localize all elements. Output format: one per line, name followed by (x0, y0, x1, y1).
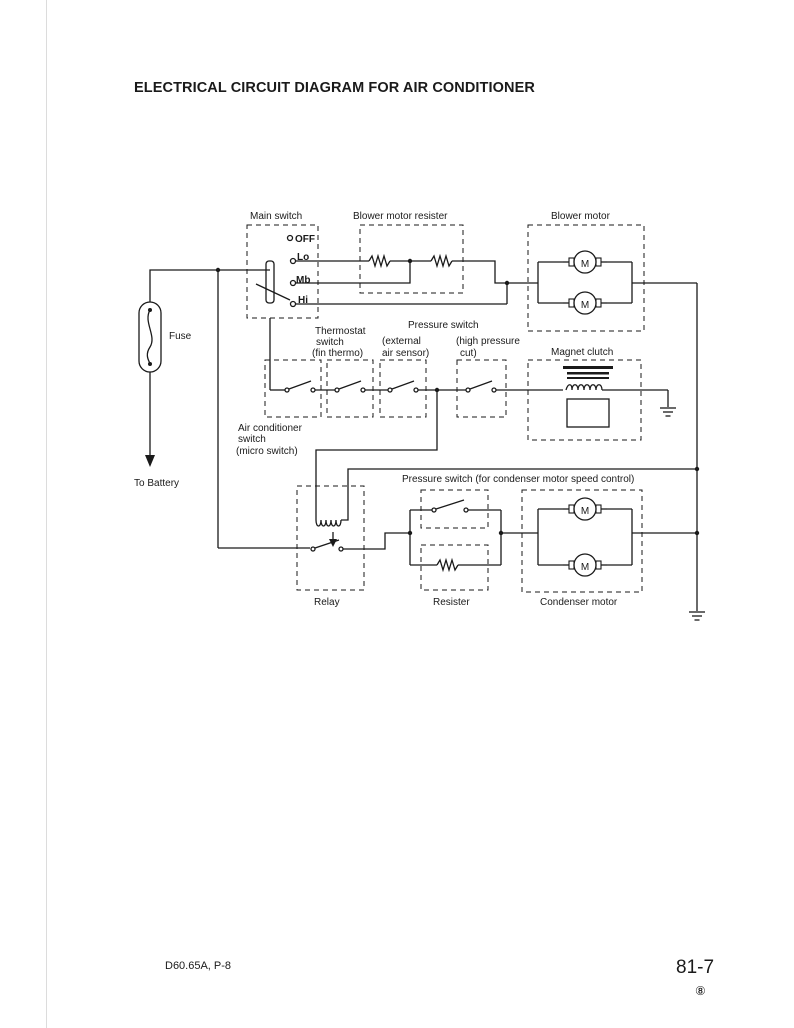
resister-out-wire (452, 260, 507, 284)
blower-motor-box (527, 224, 645, 332)
thermostat-label-3: (fin thermo) (312, 348, 363, 359)
cond-resistor (436, 557, 459, 573)
high-pressure-label-1: (high pressure (456, 336, 520, 347)
ext-blade (391, 380, 415, 390)
battery-feed-wire (149, 269, 270, 302)
sw-mb-label: Mb (296, 275, 310, 286)
relay-contact-a (310, 546, 316, 552)
terminal-off (286, 234, 294, 242)
page-title: ELECTRICAL CIRCUIT DIAGRAM FOR AIR CONDI… (134, 80, 535, 96)
blower-motor-label: Blower motor (551, 211, 611, 222)
clutch-plate-top (563, 366, 613, 369)
ac-sw-contact-b (310, 387, 316, 393)
relay-contact-b (338, 546, 344, 552)
terminal-mb (289, 279, 297, 287)
terminal-hi (289, 300, 297, 308)
mb-wire (296, 261, 411, 284)
cond-sw-contact-a (431, 507, 437, 513)
ac-switch-label-3: (micro switch) (236, 446, 298, 457)
ac-sw-blade (288, 380, 312, 390)
main-switch-lever (255, 283, 291, 301)
blower-resister-label: Blower motor resister (353, 211, 448, 222)
hp-blade (469, 380, 493, 390)
relay-contact-blade (314, 539, 340, 549)
ac-sw-contact-a (284, 387, 290, 393)
condenser-motor-label: Condenser motor (540, 597, 618, 608)
relay-output-wire (343, 532, 410, 550)
fuse-element (146, 309, 153, 365)
ext-contact-b (413, 387, 419, 393)
hp-contact-b (491, 387, 497, 393)
pressure-condenser-label: Pressure switch (for condenser motor spe… (402, 474, 634, 485)
blower-motor-2-symbol: M (581, 300, 589, 311)
resister-label: Resister (433, 597, 470, 608)
external-sensor-box (379, 359, 427, 418)
sw-lo-label: Lo (297, 252, 309, 263)
pressure-switch-label: Pressure switch (408, 320, 479, 331)
model-reference: D60.65A, P-8 (165, 960, 232, 972)
thermo-contact-b (360, 387, 366, 393)
resistor-1 (368, 253, 391, 269)
relay-coil-feed-wire (315, 390, 438, 520)
hp-contact-a (465, 387, 471, 393)
revision-mark: ⑧ (695, 984, 706, 998)
clutch-coil (565, 384, 603, 391)
clutch-plate-mid (567, 372, 609, 375)
blower-resister-box (359, 224, 464, 294)
thermostat-box (326, 359, 374, 418)
blower-motor-1-symbol: M (581, 259, 589, 270)
high-pressure-label-2: cut) (460, 348, 477, 359)
clutch-rotor (566, 398, 610, 428)
to-battery-arrow (145, 455, 155, 467)
cond-sw-blade (435, 499, 465, 510)
fuse-terminal-top (148, 308, 152, 312)
external-label-2: air sensor) (382, 348, 429, 359)
to-battery-label: To Battery (134, 478, 179, 489)
high-pressure-box (456, 359, 507, 418)
fuse-label: Fuse (169, 331, 192, 342)
external-label-1: (external (382, 336, 421, 347)
condenser-pressure-switch-box (420, 489, 489, 529)
ground-symbol-main (688, 611, 706, 621)
clutch-plate-low (567, 377, 609, 379)
condenser-motor-1-symbol: M (581, 506, 589, 517)
resistor-2 (430, 253, 453, 269)
junction-condenser-left (407, 530, 413, 536)
relay-coil-ground-wire (341, 468, 697, 521)
magnet-clutch-label: Magnet clutch (551, 347, 613, 358)
sw-off-label: OFF (295, 234, 315, 245)
relay-box (296, 485, 365, 591)
ac-switch-box (264, 359, 322, 418)
thermostat-label-1: Thermostat (315, 326, 366, 337)
ac-switch-label-1: Air conditioner (238, 423, 303, 434)
ext-contact-a (387, 387, 393, 393)
ground-symbol-clutch (659, 407, 677, 417)
condenser-motor-2-symbol: M (581, 562, 589, 573)
terminal-lo (289, 257, 297, 265)
fuse-body (138, 301, 162, 373)
condenser-motor-box (521, 489, 643, 593)
cond-sw-contact-b (463, 507, 469, 513)
sw-hi-label: Hi (298, 295, 308, 306)
relay-label: Relay (314, 597, 340, 608)
relay-coil (315, 519, 342, 527)
condenser-resister-box (420, 544, 489, 591)
main-switch-contact-bar (265, 260, 275, 304)
main-switch-box (246, 224, 319, 319)
thermo-blade (338, 380, 362, 390)
thermo-contact-a (334, 387, 340, 393)
magnet-clutch-box (527, 359, 642, 441)
page-number: 81-7 (676, 957, 715, 978)
fuse-terminal-bottom (148, 362, 152, 366)
ac-switch-label-2: switch (238, 434, 266, 445)
thermostat-label-2: switch (316, 337, 344, 348)
main-switch-label: Main switch (250, 211, 302, 222)
page-margin-line (46, 0, 47, 1028)
